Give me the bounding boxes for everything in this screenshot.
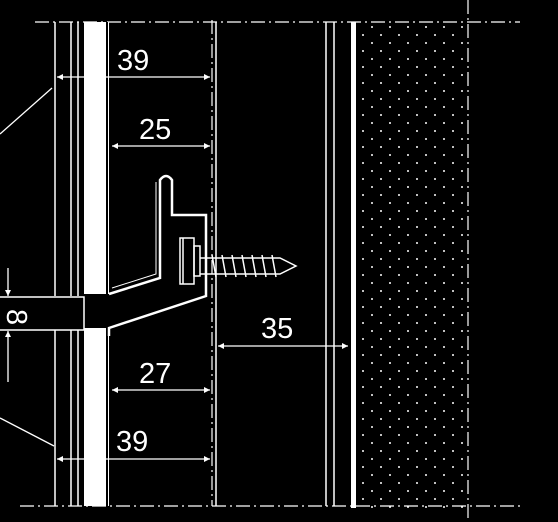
dimension-lines — [5, 74, 348, 462]
dim-label-right-35: 35 — [261, 313, 293, 345]
hanger-profile-inner — [111, 182, 157, 289]
insulation-layer — [360, 22, 468, 512]
screw-shank — [200, 257, 298, 275]
dim-label-upper-25: 25 — [139, 114, 171, 146]
dim-label-lower-27: 27 — [139, 358, 171, 390]
leader-lines — [0, 87, 55, 447]
outer-layer-lines — [54, 22, 79, 506]
screw-thread — [211, 254, 277, 278]
screw-head — [179, 237, 195, 285]
wall-face-board — [351, 22, 356, 508]
horizontal-rail — [0, 296, 85, 331]
screw-washer — [193, 245, 201, 277]
dim-label-bottom-39: 39 — [116, 426, 148, 458]
dim-label-gap-8: 8 — [0, 309, 32, 325]
substructure-lines — [215, 22, 335, 506]
self-drilling-screw — [179, 237, 298, 285]
hanger-profile — [107, 174, 208, 336]
dim-label-top-39: 39 — [117, 45, 149, 77]
cladding-panel — [84, 22, 109, 506]
